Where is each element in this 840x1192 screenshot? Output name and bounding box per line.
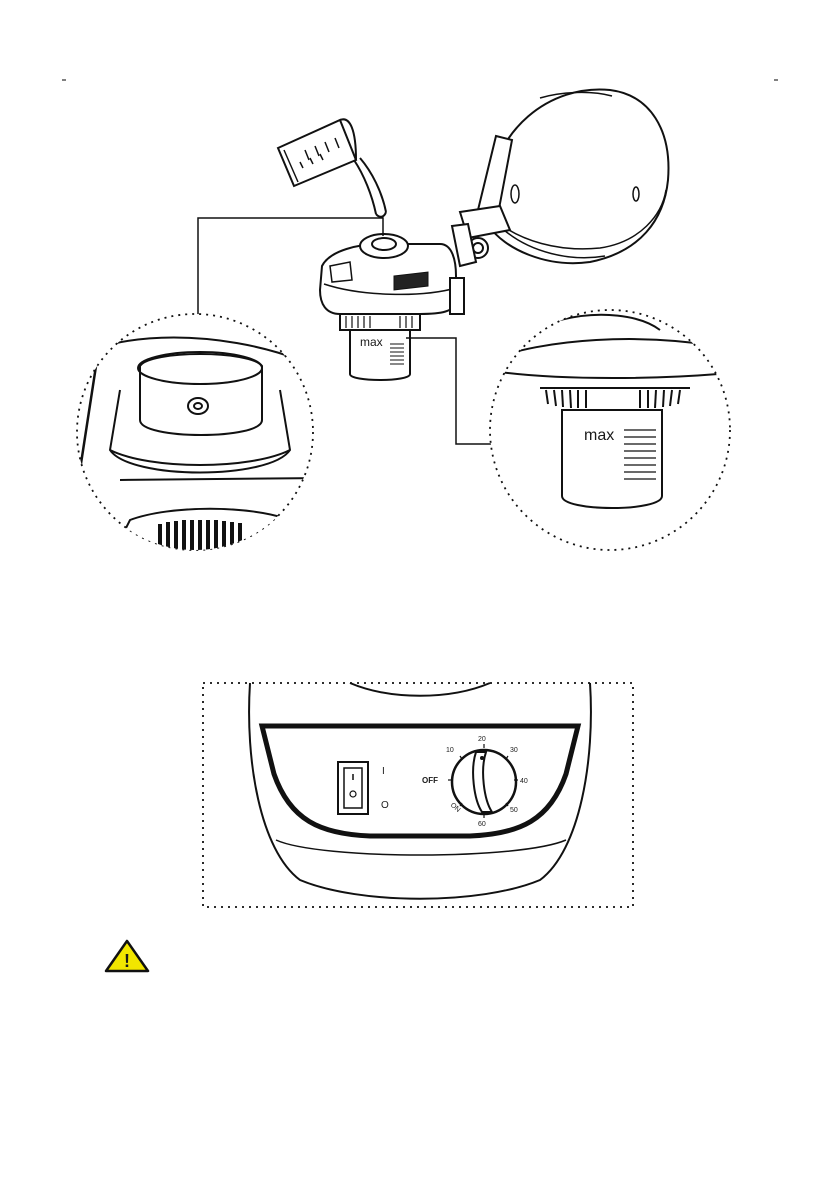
dial-label-50: 50 [510, 807, 518, 814]
steamer-hood [452, 89, 668, 266]
power-switch[interactable] [338, 762, 368, 814]
dial-label-30: 30 [510, 747, 518, 754]
measuring-cup [278, 119, 386, 216]
dial-label-40: 40 [520, 778, 528, 785]
zoom-water-tank [490, 310, 740, 550]
zoom-fill-hole [70, 314, 320, 560]
switch-on-label: I [382, 766, 385, 777]
warning-exclamation: ! [124, 951, 130, 971]
tank-max-label: max [360, 335, 383, 349]
dial-label-20: 20 [478, 736, 486, 743]
switch-off-label: O [381, 800, 389, 811]
steamer-base [320, 234, 464, 380]
dial-label-60: 60 [478, 821, 486, 828]
dial-label-off: OFF [422, 776, 438, 785]
dial-label-10: 10 [446, 747, 454, 754]
control-panel-figure [203, 683, 633, 907]
zoom-tank-max-label: max [584, 427, 614, 444]
